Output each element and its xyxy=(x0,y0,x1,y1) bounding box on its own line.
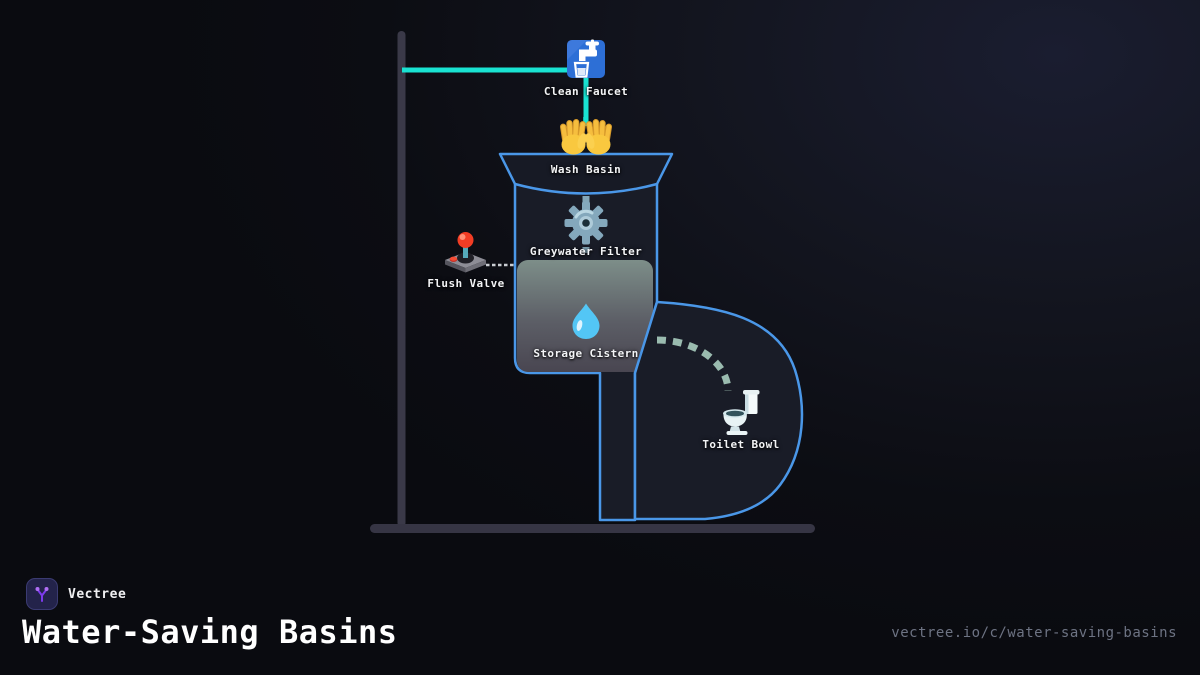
open-hands-icon xyxy=(559,117,613,155)
faucet-stream xyxy=(583,77,589,126)
brand-row: Vectree xyxy=(26,578,126,610)
label-flush-valve: Flush Valve xyxy=(427,277,505,290)
gear-icon xyxy=(564,201,608,245)
joystick-icon xyxy=(445,232,486,273)
clean-water-supply-pipe xyxy=(402,67,571,73)
floor-line xyxy=(370,524,815,533)
water-droplet-icon xyxy=(572,303,600,339)
brand-name: Vectree xyxy=(68,586,127,602)
wash-basin-outline xyxy=(498,152,674,195)
toilet-icon xyxy=(723,390,760,435)
support-pole xyxy=(397,31,406,527)
label-toilet-bowl: Toilet Bowl xyxy=(702,438,780,451)
label-clean-faucet: Clean Faucet xyxy=(543,85,629,98)
label-greywater-filter: Greywater Filter xyxy=(529,245,643,258)
vectree-logo-icon xyxy=(26,578,58,610)
greywater-flow-arc xyxy=(656,336,732,392)
label-wash-basin: Wash Basin xyxy=(550,163,622,176)
label-storage-cistern: Storage Cistern xyxy=(533,347,639,360)
toilet-outline xyxy=(633,300,804,521)
page-url: vectree.io/c/water-saving-basins xyxy=(891,625,1177,641)
page-title: Water-Saving Basins xyxy=(22,613,398,651)
potable-water-faucet-icon xyxy=(567,39,605,78)
